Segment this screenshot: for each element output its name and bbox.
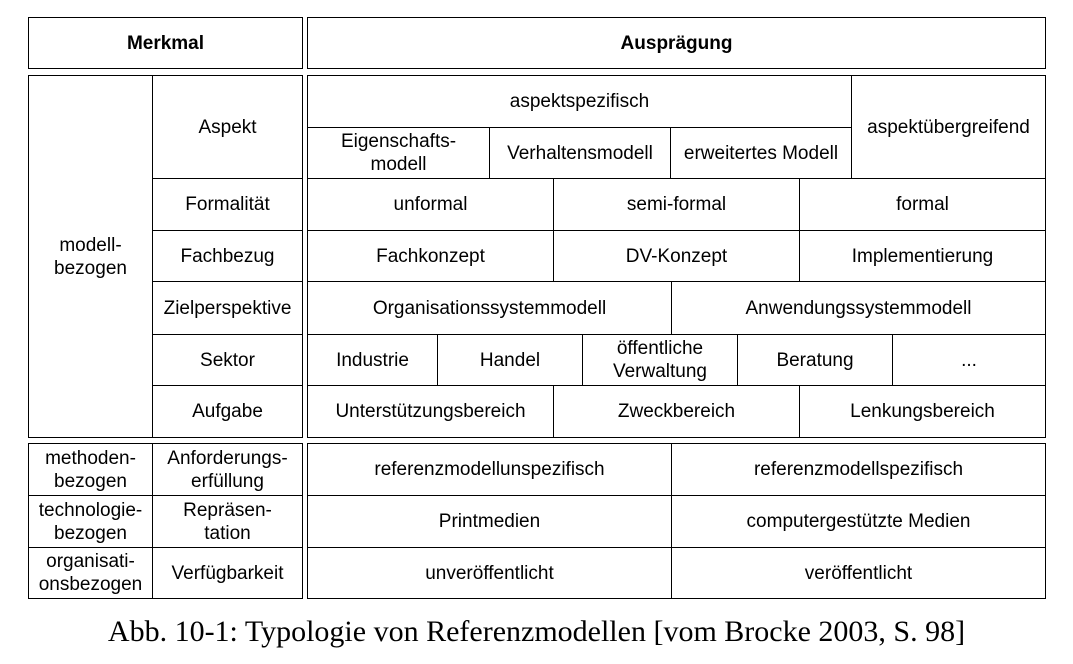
- technologie-v1: Printmedien: [307, 495, 672, 548]
- fachbezug-v2: DV-Konzept: [553, 230, 800, 282]
- group-organisationsbezogen: organisati- onsbezogen: [28, 547, 153, 599]
- aspektspezifisch-cell: aspektspezifisch: [307, 75, 852, 128]
- group-methodenbezogen: methoden- bezogen: [28, 443, 153, 496]
- sektor-v2: Handel: [437, 334, 583, 386]
- verhaltensmodell-cell: Verhaltensmodell: [489, 127, 671, 179]
- methoden-v1: referenzmodellunspezifisch: [307, 443, 672, 496]
- formalitaet-v1: unformal: [307, 178, 554, 231]
- label-repraesentation: Repräsen- tation: [152, 495, 303, 548]
- group-modellbezogen: modell- bezogen: [28, 75, 153, 438]
- sektor-v1: Industrie: [307, 334, 438, 386]
- header-auspraegung: Ausprägung: [307, 17, 1046, 69]
- label-verfuegbarkeit: Verfügbarkeit: [152, 547, 303, 599]
- aspektuebergreifend-cell: aspektübergreifend: [851, 75, 1046, 179]
- label-aufgabe: Aufgabe: [152, 385, 303, 438]
- formalitaet-v3: formal: [799, 178, 1046, 231]
- technologie-v2: computergestützte Medien: [671, 495, 1046, 548]
- sektor-v3: öffentliche Verwaltung: [582, 334, 738, 386]
- fachbezug-v3: Implementierung: [799, 230, 1046, 282]
- zielperspektive-v2: Anwendungssystemmodell: [671, 281, 1046, 335]
- group-technologiebezogen: technologie- bezogen: [28, 495, 153, 548]
- methoden-v2: referenzmodellspezifisch: [671, 443, 1046, 496]
- eigenschaftsmodell-cell: Eigenschafts- modell: [307, 127, 490, 179]
- label-fachbezug: Fachbezug: [152, 230, 303, 282]
- organisation-v2: veröffentlicht: [671, 547, 1046, 599]
- label-sektor: Sektor: [152, 334, 303, 386]
- figure-caption: Abb. 10-1: Typologie von Referenzmodelle…: [107, 615, 966, 648]
- aufgabe-v2: Zweckbereich: [553, 385, 800, 438]
- aufgabe-v3: Lenkungsbereich: [799, 385, 1046, 438]
- label-aspekt: Aspekt: [152, 75, 303, 179]
- label-anforderungserfuellung: Anforderungs- erfüllung: [152, 443, 303, 496]
- fachbezug-v1: Fachkonzept: [307, 230, 554, 282]
- label-formalitaet: Formalität: [152, 178, 303, 231]
- sektor-v4: Beratung: [737, 334, 893, 386]
- organisation-v1: unveröffentlicht: [307, 547, 672, 599]
- formalitaet-v2: semi-formal: [553, 178, 800, 231]
- sektor-v5: ...: [892, 334, 1046, 386]
- header-merkmal: Merkmal: [28, 17, 303, 69]
- zielperspektive-v1: Organisationssystemmodell: [307, 281, 672, 335]
- aufgabe-v1: Unterstützungsbereich: [307, 385, 554, 438]
- erweitertes-modell-cell: erweitertes Modell: [670, 127, 852, 179]
- label-zielperspektive: Zielperspektive: [152, 281, 303, 335]
